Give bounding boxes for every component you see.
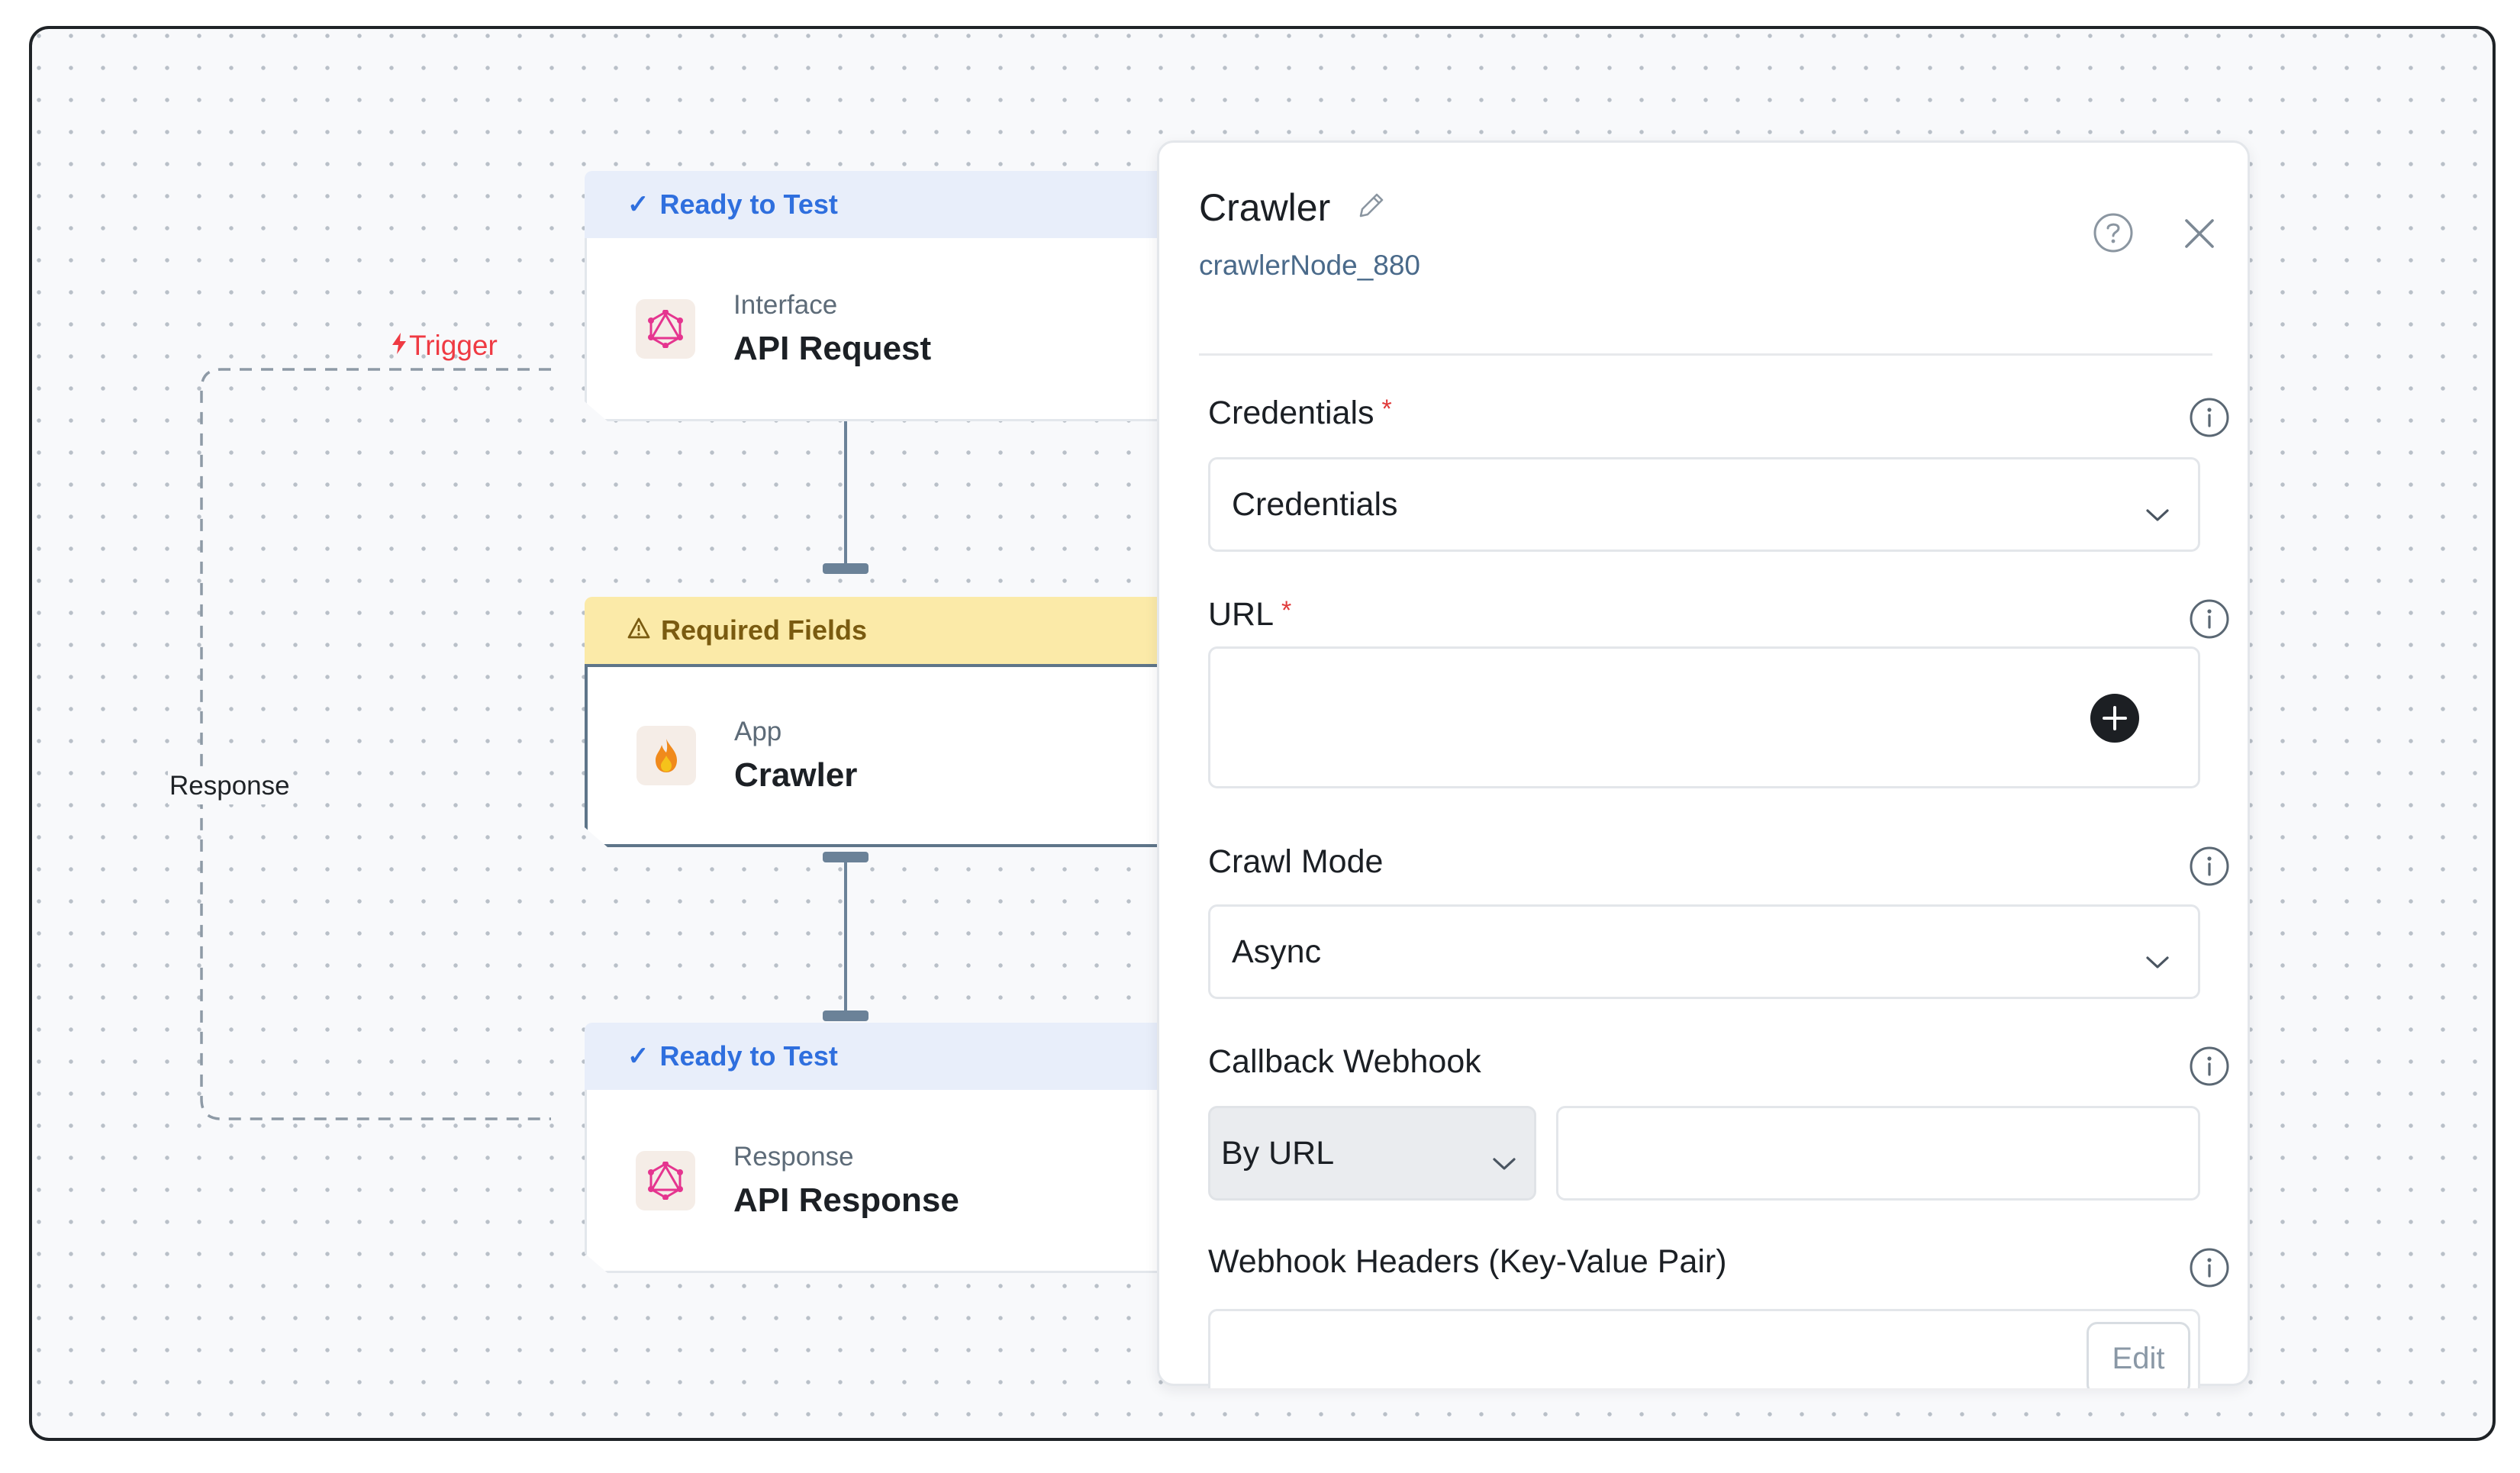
trigger-label: Trigger [391,330,498,362]
connector-handle [823,1010,868,1021]
node-status-badge: Required Fields [585,597,1174,664]
close-icon[interactable] [2182,216,2217,255]
check-icon: ✓ [627,1042,649,1071]
required-mark: * [1381,395,1392,424]
callback-webhook-label: Callback Webhook [1208,1043,1481,1080]
node-name: API Request [733,329,932,367]
bolt-icon [391,330,408,362]
crawl-mode-label: Crawl Mode [1208,843,1384,880]
webhook-headers-editor[interactable]: Edit [1208,1309,2200,1388]
node-body[interactable]: App Crawler [585,664,1174,847]
url-label: URL* [1208,596,1292,633]
response-edge [200,368,551,1120]
required-mark: * [1281,596,1292,625]
node-kind: Response [733,1141,854,1172]
info-icon[interactable] [2188,1246,2231,1293]
info-icon[interactable] [2188,598,2231,644]
callback-type-select[interactable]: By URL [1208,1106,1536,1201]
node-kind: Interface [733,289,838,320]
credentials-select[interactable]: Credentials [1208,457,2200,552]
connector-handle [823,563,868,574]
node-status-badge: ✓ Ready to Test [585,171,1174,238]
node-kind: App [734,717,782,746]
warning-icon [627,616,650,646]
check-icon: ✓ [627,190,649,219]
node-id: crawlerNode_880 [1199,250,1421,281]
node-status-badge: ✓ Ready to Test [585,1023,1174,1090]
credentials-label: Credentials* [1208,395,1392,431]
workflow-canvas[interactable]: Trigger Response ✓ Ready to Test Interfa… [29,26,2496,1441]
chevron-down-icon [1491,1143,1517,1181]
edit-name-icon[interactable] [1355,189,1388,226]
connector-handle [823,852,868,862]
panel-title: Crawler [1199,186,1331,229]
add-variable-icon[interactable] [2090,693,2140,747]
node-name: Crawler [734,756,858,794]
chevron-down-icon [2145,942,2170,979]
graphql-icon [636,1151,695,1210]
node-body[interactable]: Response API Response [585,1090,1174,1273]
node-config-panel: Crawler crawlerNode_880 Credentials* Cre… [1157,140,2250,1388]
chevron-down-icon [2145,495,2170,532]
url-input[interactable] [1208,646,2200,788]
info-icon[interactable] [2188,845,2231,891]
node-crawler[interactable]: Required Fields App Crawler [585,597,1174,847]
response-edge-label: Response [168,768,292,804]
panel-divider [1199,353,2212,356]
callback-url-input[interactable] [1556,1106,2200,1201]
info-icon[interactable] [2188,1045,2231,1091]
edit-headers-button[interactable]: Edit [2087,1322,2190,1388]
help-icon[interactable] [2092,211,2135,258]
node-api-request[interactable]: ✓ Ready to Test Interface API Request [585,171,1174,421]
crawl-mode-select[interactable]: Async [1208,904,2200,999]
graphql-icon [636,299,695,359]
info-icon[interactable] [2188,396,2231,443]
fire-icon [636,726,696,785]
node-api-response[interactable]: ✓ Ready to Test Response API Response [585,1023,1174,1273]
webhook-headers-label: Webhook Headers (Key-Value Pair) [1208,1243,1727,1280]
node-name: API Response [733,1181,959,1219]
node-body[interactable]: Interface API Request [585,238,1174,421]
